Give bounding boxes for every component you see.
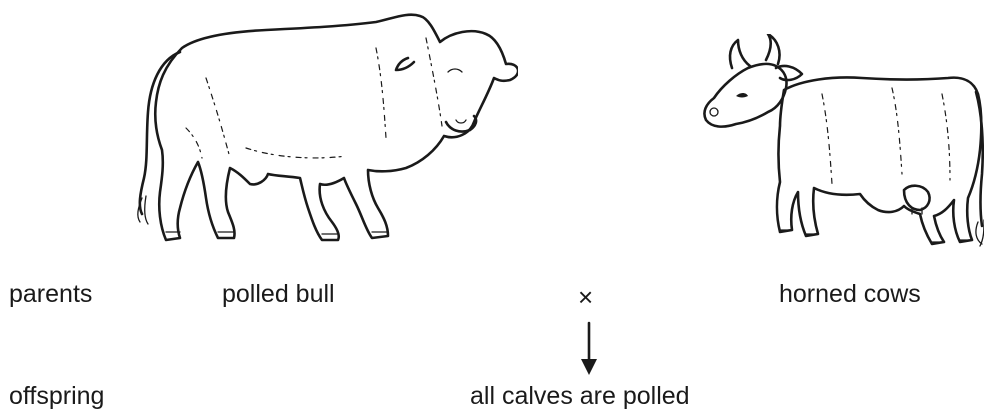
female-parent-label: horned cows (779, 280, 921, 308)
cross-symbol: × (578, 282, 594, 312)
down-arrow-icon (578, 321, 600, 377)
horned-cow-icon (692, 34, 984, 250)
polled-bull-icon (126, 8, 518, 248)
offspring-label: offspring (9, 382, 105, 410)
male-parent-label: polled bull (222, 280, 335, 308)
parents-label: parents (9, 280, 93, 308)
offspring-result-label: all calves are polled (470, 382, 690, 410)
